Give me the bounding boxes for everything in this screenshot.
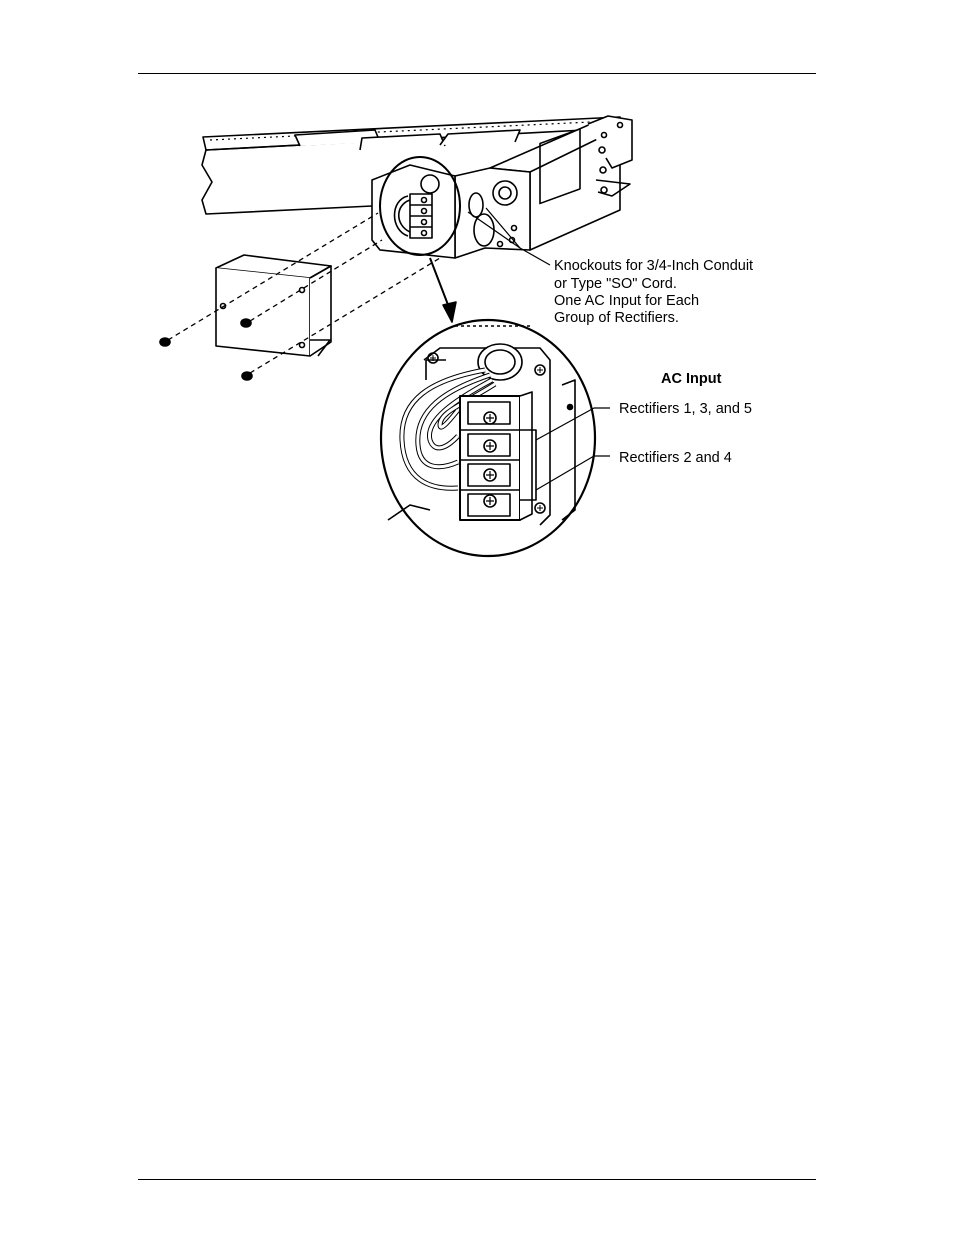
callout-line-2: or Type "SO" Cord. [554, 276, 677, 292]
label-rectifiers-2-4: Rectifiers 2 and 4 [619, 450, 732, 466]
detail-circle [381, 320, 595, 556]
magnifier-small [372, 157, 460, 258]
detail-heading: AC Input [661, 371, 722, 387]
cover-plate [216, 255, 331, 356]
callout-line-4: Group of Rectifiers. [554, 310, 679, 326]
callout-line-1: Knockouts for 3/4-Inch Conduit [554, 258, 753, 274]
knockout-callout: Knockouts for 3/4-Inch Conduit or Type "… [554, 258, 753, 326]
detail-arrow [430, 258, 456, 322]
callout-line-3: One AC Input for Each [554, 293, 699, 309]
label-rectifiers-1-3-5: Rectifiers 1, 3, and 5 [619, 401, 752, 417]
